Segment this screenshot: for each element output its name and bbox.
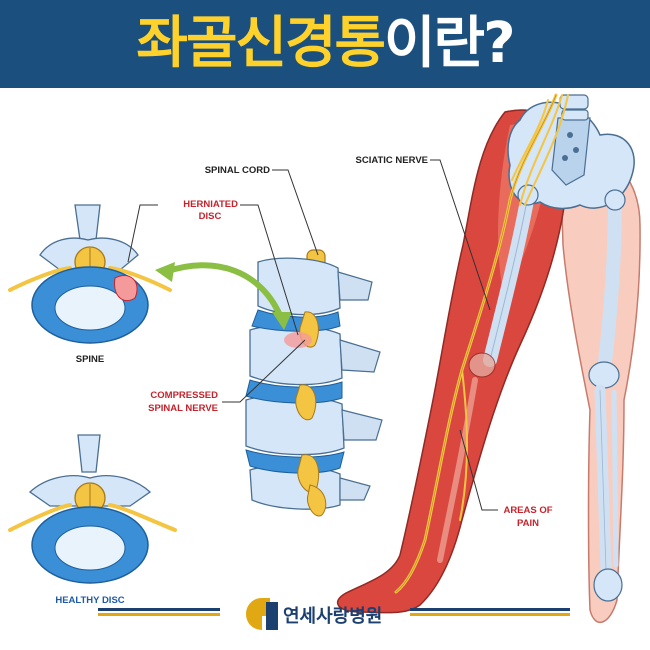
footer: 연세사랑병원 bbox=[98, 598, 570, 630]
double-arrow-icon bbox=[155, 262, 292, 330]
disc-3 bbox=[245, 449, 345, 474]
disc-2 bbox=[245, 379, 343, 404]
title-rest: 이란? bbox=[384, 11, 516, 76]
page-title: 좌골신경통이란? bbox=[0, 6, 650, 82]
label-herniated-disc-1: HERNIATED bbox=[183, 199, 238, 210]
right-knee bbox=[588, 361, 620, 389]
label-healthy-disc: HEALTHY DISC bbox=[55, 595, 124, 606]
logo-text: 연세사랑병원 bbox=[283, 606, 382, 627]
label-herniated-disc-2: DISC bbox=[199, 211, 222, 222]
label-compressed-2: SPINAL NERVE bbox=[148, 403, 218, 414]
title-highlight: 좌골신경통 bbox=[136, 11, 386, 76]
left-knee bbox=[468, 352, 496, 378]
title-banner bbox=[0, 0, 650, 88]
label-compressed-1: COMPRESSED bbox=[150, 390, 218, 401]
label-sciatic-nerve: SCIATIC NERVE bbox=[356, 155, 429, 166]
herniation-spot bbox=[284, 332, 312, 348]
right-femur bbox=[597, 193, 622, 377]
label-spine: SPINE bbox=[76, 354, 105, 365]
label-areas-of-pain-1: AREAS OF bbox=[503, 505, 552, 516]
leg-illustration bbox=[336, 93, 641, 623]
healthy-vertebra bbox=[8, 434, 177, 584]
herniated-vertebra bbox=[8, 204, 172, 344]
label-areas-of-pain-2: PAIN bbox=[517, 518, 539, 529]
sciatic-nerve bbox=[394, 93, 569, 594]
label-spinal-cord: SPINAL CORD bbox=[205, 165, 270, 176]
yonsei-sarang-logo-icon bbox=[246, 598, 278, 630]
spine-column bbox=[245, 249, 383, 517]
